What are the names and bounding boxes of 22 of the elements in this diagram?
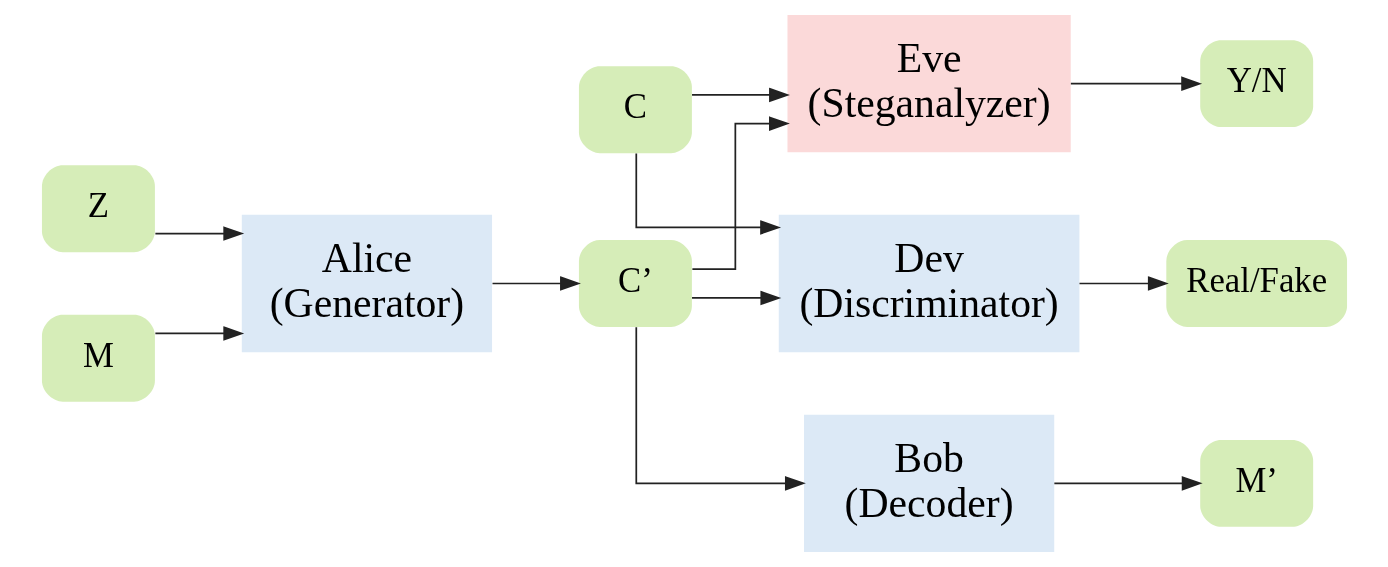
arrow — [690, 87, 790, 103]
node-box: Y/N — [1199, 40, 1313, 128]
arrow — [154, 226, 244, 241]
node-box: C — [578, 66, 692, 154]
arrow — [691, 116, 790, 270]
arrow — [1069, 76, 1202, 91]
node-box: Bob (Decoder) — [803, 414, 1054, 552]
arrow — [1053, 476, 1203, 491]
node-box: C’ — [578, 240, 692, 327]
arrow — [1078, 276, 1169, 291]
arrow — [634, 326, 806, 491]
node-box: Eve (Steganalyzer) — [786, 15, 1071, 153]
node-box: Real/Fake — [1165, 240, 1347, 327]
node-box: M — [41, 314, 155, 402]
arrow — [154, 326, 244, 341]
node-box: Dev (Discriminator) — [778, 214, 1079, 353]
arrow — [634, 152, 781, 235]
arrow — [491, 276, 581, 291]
arrow — [690, 290, 781, 306]
node-box: Z — [41, 165, 155, 253]
node-box: Alice (Generator) — [241, 214, 492, 353]
node-box: M’ — [1199, 439, 1313, 527]
